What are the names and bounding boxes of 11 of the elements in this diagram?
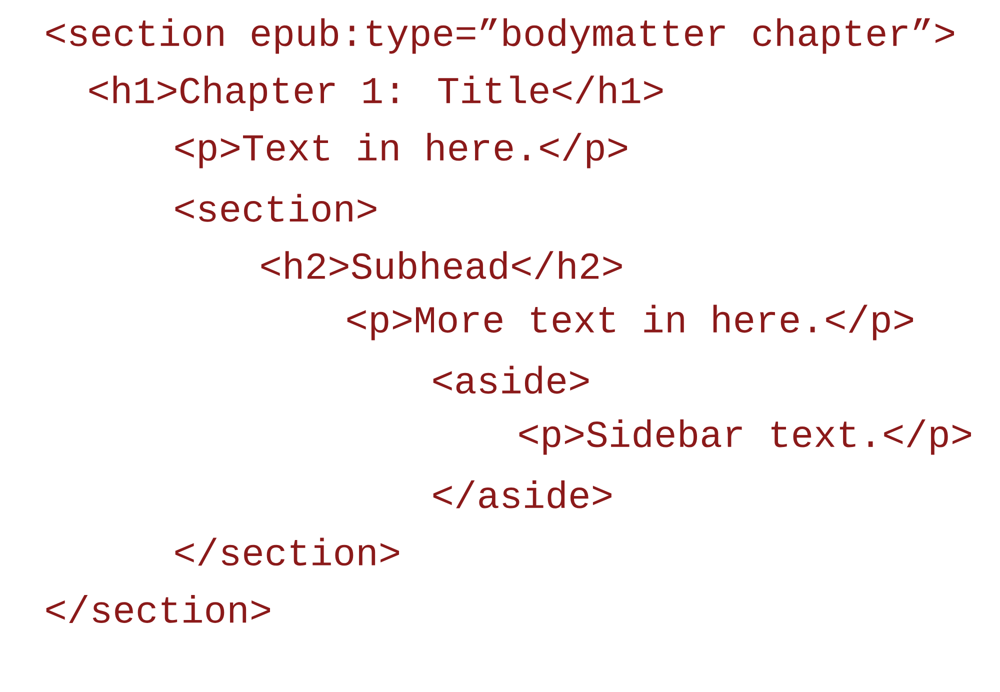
code-line: <section> [175, 194, 376, 222]
code-line: </section> [46, 595, 270, 623]
code-line: </section> [175, 538, 400, 566]
code-line: <aside> [433, 366, 589, 394]
code-line: <p>More text in here.</p> [347, 304, 913, 340]
code-line: <h1>Chapter 1: Title</h1> [89, 76, 663, 111]
code-line: <p>Sidebar text.</p> [519, 419, 971, 455]
code-line: <section epub:type=”bodymatter chapter”> [46, 18, 954, 54]
code-line: <p>Text in here.</p> [175, 132, 627, 168]
code-line: <h2>Subhead</h2> [261, 251, 622, 280]
code-line: </aside> [433, 480, 612, 508]
